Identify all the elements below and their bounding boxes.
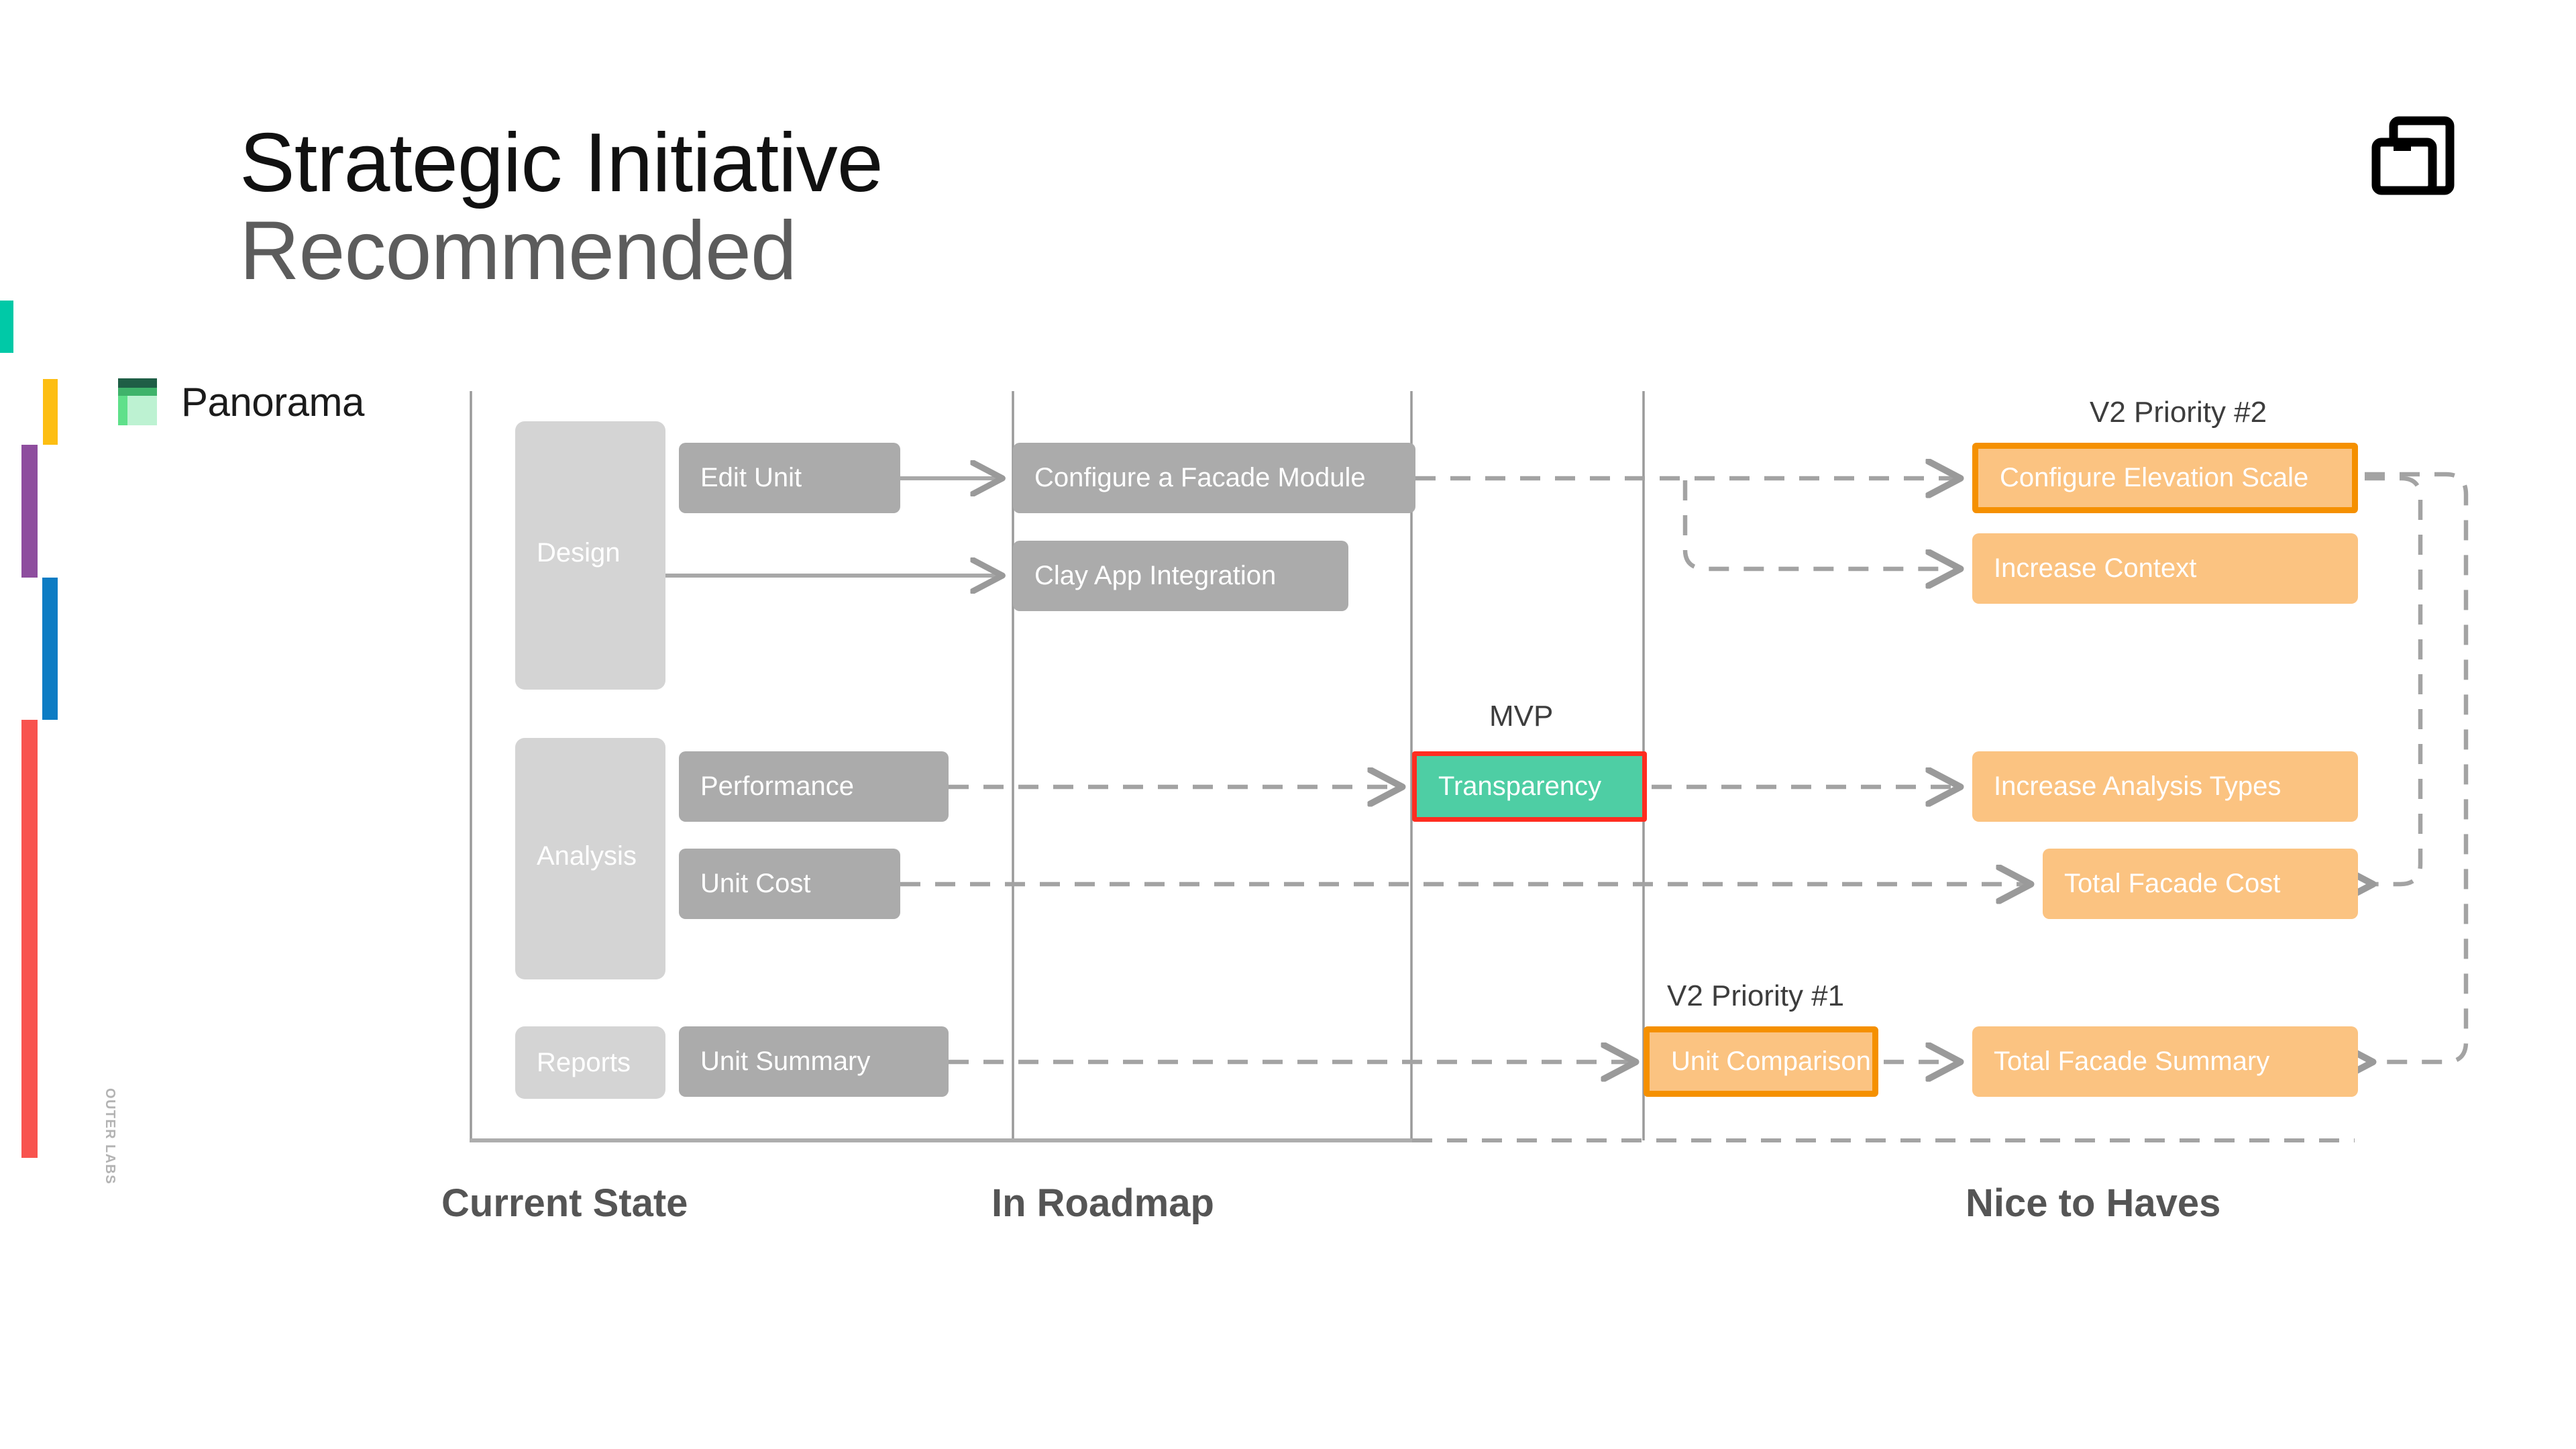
title-line-primary: Strategic Initiative bbox=[239, 117, 883, 209]
node-transparency[interactable]: Transparency bbox=[1412, 751, 1647, 822]
node-increase-analysis-types[interactable]: Increase Analysis Types bbox=[1972, 751, 2358, 822]
yellow-bar bbox=[43, 379, 58, 445]
node-label: Clay App Integration bbox=[1034, 561, 1277, 590]
node-unit-summary[interactable]: Unit Summary bbox=[679, 1026, 949, 1097]
node-increase-context[interactable]: Increase Context bbox=[1972, 533, 2358, 604]
stage-nice-to-haves: Nice to Haves bbox=[1966, 1181, 2221, 1225]
swimlane-label: Analysis bbox=[537, 841, 637, 871]
node-label: Performance bbox=[700, 771, 854, 801]
annotation-v2-priority-2: V2 Priority #2 bbox=[2090, 396, 2267, 429]
conn-elevation-scale-to-facade-summary bbox=[2365, 472, 2469, 1062]
node-edit-unit[interactable]: Edit Unit bbox=[679, 443, 900, 513]
node-label: Unit Summary bbox=[700, 1046, 871, 1076]
node-label: Configure a Facade Module bbox=[1034, 463, 1366, 492]
brand-lockup: Panorama bbox=[113, 377, 364, 427]
page-title: Strategic Initiative Recommended bbox=[239, 119, 883, 296]
swimlane-analysis[interactable]: Analysis bbox=[515, 738, 665, 979]
teal-bar bbox=[0, 301, 13, 353]
node-label: Unit Cost bbox=[700, 869, 811, 898]
swimlane-label: Reports bbox=[537, 1047, 631, 1077]
red-bar bbox=[21, 720, 38, 1158]
swimlane-reports[interactable]: Reports bbox=[515, 1026, 665, 1099]
brand-name: Panorama bbox=[181, 379, 364, 425]
node-unit-comparison[interactable]: Unit Comparison bbox=[1644, 1026, 1878, 1097]
node-configure-elevation-scale[interactable]: Configure Elevation Scale bbox=[1972, 443, 2358, 513]
node-unit-cost[interactable]: Unit Cost bbox=[679, 849, 900, 919]
title-line-secondary: Recommended bbox=[239, 205, 797, 298]
node-label: Increase Analysis Types bbox=[1994, 771, 2282, 801]
node-label: Total Facade Cost bbox=[2064, 869, 2281, 898]
node-label: Increase Context bbox=[1994, 553, 2197, 583]
node-label: Edit Unit bbox=[700, 463, 802, 492]
node-label: Unit Comparison bbox=[1671, 1046, 1871, 1076]
node-label: Total Facade Summary bbox=[1994, 1046, 2270, 1076]
stage-current-state: Current State bbox=[441, 1181, 688, 1225]
annotation-mvp: MVP bbox=[1489, 700, 1554, 733]
solid-connectors bbox=[665, 478, 1001, 576]
panorama-logo-icon bbox=[113, 377, 162, 427]
node-configure-facade-module[interactable]: Configure a Facade Module bbox=[1013, 443, 1415, 513]
overlapping-rectangles-logo-icon bbox=[2371, 115, 2459, 204]
conn-facade-module-to-increase-context bbox=[1682, 480, 1959, 569]
node-performance[interactable]: Performance bbox=[679, 751, 949, 822]
conn-elevation-scale-to-facade-cost bbox=[2365, 476, 2423, 884]
node-label: Transparency bbox=[1438, 771, 1602, 801]
outer-labs-wordmark: OUTER LABS bbox=[103, 1088, 117, 1185]
stage-in-roadmap: In Roadmap bbox=[991, 1181, 1214, 1225]
purple-bar bbox=[21, 445, 38, 578]
node-total-facade-summary[interactable]: Total Facade Summary bbox=[1972, 1026, 2358, 1097]
dashed-connectors bbox=[900, 478, 2029, 1062]
node-total-facade-cost[interactable]: Total Facade Cost bbox=[2043, 849, 2358, 919]
swimlane-label: Design bbox=[537, 538, 621, 568]
blue-bar bbox=[42, 578, 58, 720]
feedback-connectors bbox=[2365, 472, 2469, 1062]
node-label: Configure Elevation Scale bbox=[2000, 463, 2309, 492]
annotation-v2-priority-1: V2 Priority #1 bbox=[1667, 979, 1845, 1012]
swimlane-design[interactable]: Design bbox=[515, 421, 665, 690]
node-clay-app-integration[interactable]: Clay App Integration bbox=[1013, 541, 1348, 611]
